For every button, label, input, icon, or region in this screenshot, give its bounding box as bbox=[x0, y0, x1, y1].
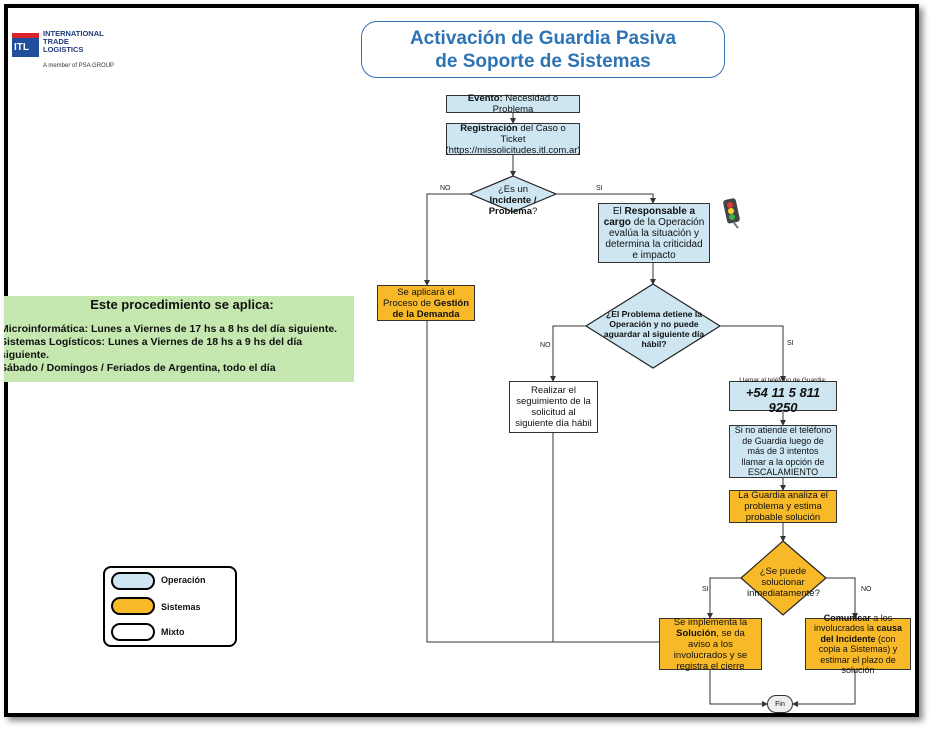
decision-detiene-label: ¿El Problema detiene la Operación y no p… bbox=[603, 309, 705, 349]
node-implementa-solucion: Se implementa la Solución, se da aviso a… bbox=[659, 617, 762, 672]
decision-solucion-shape bbox=[740, 540, 827, 616]
legend-swatch-sistemas bbox=[111, 597, 155, 615]
decision-solucion-label: ¿Se puede solucionar inmediatamente? bbox=[747, 566, 820, 599]
node-gestion-demanda: Se aplicará el Proceso de Gestión de la … bbox=[377, 285, 475, 321]
logo-badge: ITL bbox=[12, 33, 39, 57]
logo-tagline: A member of PSA GROUP bbox=[43, 63, 115, 69]
scope-box: Este procedimiento se aplica: Microinfor… bbox=[4, 296, 354, 382]
traffic-light-icon bbox=[716, 195, 748, 229]
legend-swatch-operacion bbox=[111, 572, 155, 590]
title-line2: de Soporte de Sistemas bbox=[435, 51, 651, 72]
legend: Operación Sistemas Mixto bbox=[103, 566, 237, 647]
label-d1-si: SI bbox=[596, 185, 603, 192]
node-escalamiento: Si no atiende el teléfono de Guardia lue… bbox=[729, 425, 837, 478]
node-fin: Fin bbox=[767, 695, 793, 713]
legend-swatch-mixto bbox=[111, 623, 155, 641]
title-line1: Activación de Guardia Pasiva bbox=[409, 28, 677, 49]
label-d2-si: SI bbox=[787, 340, 794, 347]
node-comunicar: Comunicar a los involucrados la causa de… bbox=[805, 613, 911, 675]
scope-line3: Sábado / Domingos / Feriados de Argentin… bbox=[4, 362, 276, 374]
logo-line3: LOGISTICS bbox=[43, 45, 84, 54]
node-llamar-guardia: Llamar al teléfono de Guardia: +54 11 5 … bbox=[729, 377, 837, 415]
scope-heading: Este procedimiento se aplica: bbox=[90, 297, 274, 312]
phone-number: +54 11 5 811 9250 bbox=[745, 385, 821, 415]
scope-line2: Sistemas Logísticos: Lunes a Viernes de … bbox=[4, 336, 303, 361]
logo-line2: TRADE bbox=[43, 37, 69, 46]
label-d2-no: NO bbox=[540, 342, 551, 349]
logo-badge-text: ITL bbox=[14, 42, 29, 53]
scope-line1: Microinformática: Lunes a Viernes de 17 … bbox=[4, 323, 338, 335]
page-title: Activación de Guardia Pasiva de Soporte … bbox=[361, 21, 725, 78]
decision-incidente-shape bbox=[468, 175, 558, 213]
node-seguimiento: Realizar el seguimiento de la solicitud … bbox=[509, 381, 598, 433]
node-evento: Evento: Necesidad o Problema bbox=[446, 93, 580, 115]
decision-incidente-label: ¿Es un Incidente /Problema? bbox=[488, 184, 538, 217]
label-d1-no: NO bbox=[440, 185, 451, 192]
legend-label-sistemas: Sistemas bbox=[161, 602, 201, 612]
logo-line1: INTERNATIONAL bbox=[43, 29, 104, 38]
itl-logo: ITL INTERNATIONAL TRADE LOGISTICS A memb… bbox=[12, 30, 122, 74]
label-d3-no: NO bbox=[861, 586, 872, 593]
legend-label-mixto: Mixto bbox=[161, 627, 185, 637]
decision-detiene-shape bbox=[584, 283, 722, 369]
node-guardia-analiza: La Guardia analiza el problema y estima … bbox=[729, 490, 837, 523]
node-registracion: Registración del Caso o Ticket (https://… bbox=[445, 122, 581, 156]
legend-label-operacion: Operación bbox=[161, 575, 206, 585]
node-responsable: El Responsable a cargo de la Operación e… bbox=[598, 203, 710, 263]
label-d3-si: SI bbox=[702, 586, 709, 593]
